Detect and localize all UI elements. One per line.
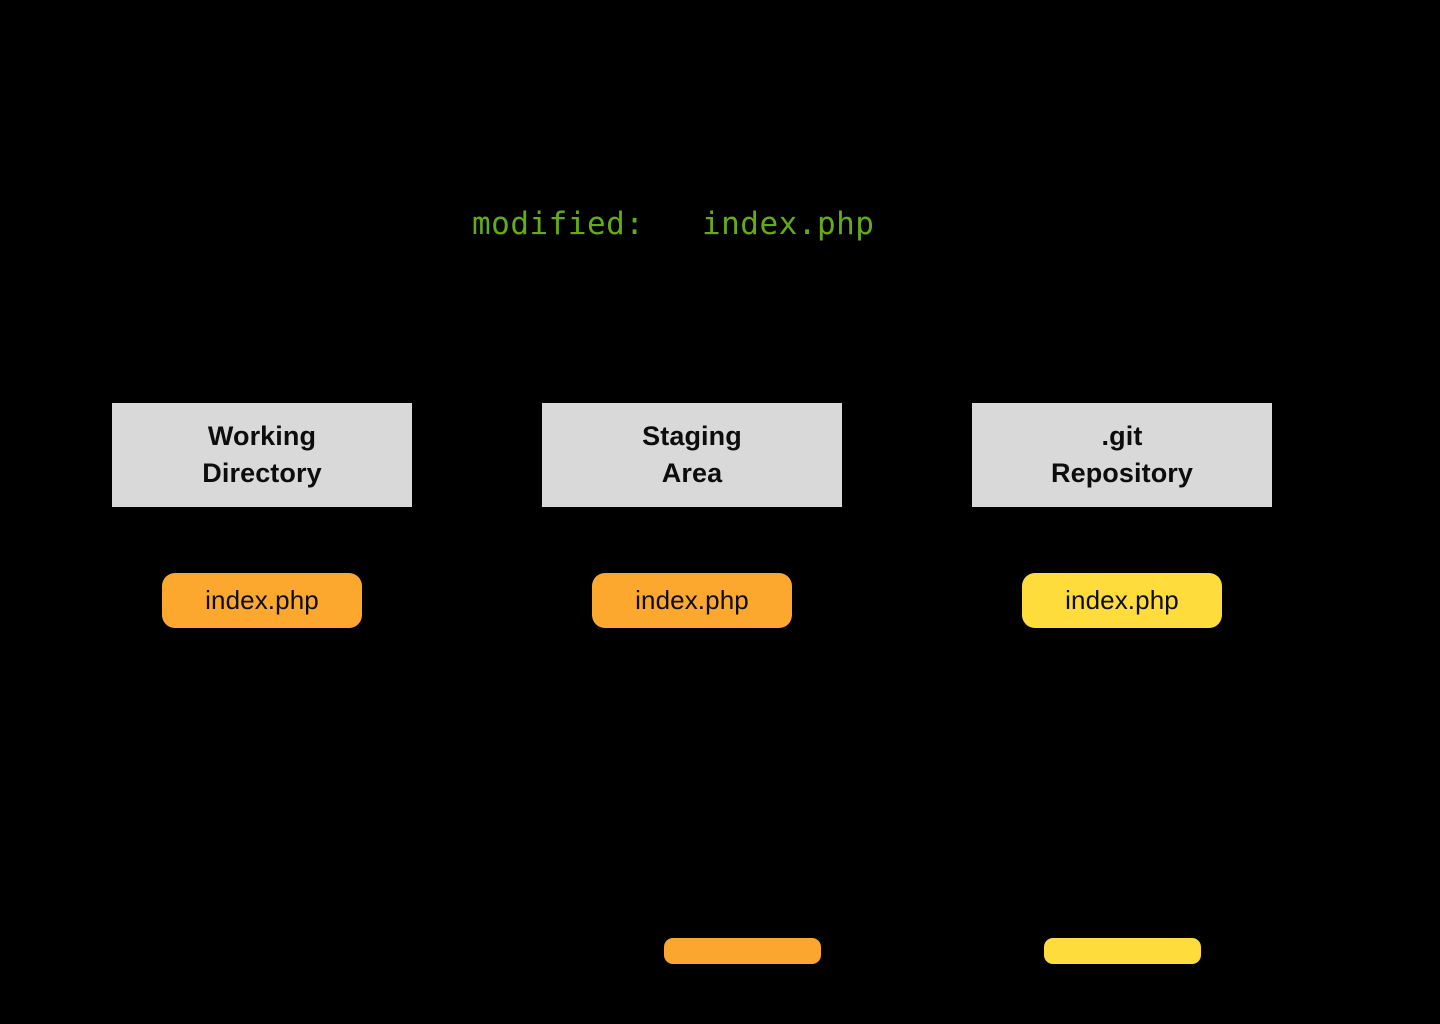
area-title-line-2: Directory bbox=[202, 458, 322, 488]
area-title-line-2: Repository bbox=[1050, 458, 1194, 488]
git-status-modified-line: modified: index.php bbox=[472, 206, 875, 242]
area-box-working-directory: Working Directory bbox=[112, 403, 412, 507]
file-pill-staging-area: index.php bbox=[592, 573, 792, 628]
area-title-line-1: Staging bbox=[642, 421, 742, 451]
area-box-staging-area: Staging Area bbox=[542, 403, 842, 507]
file-pill-working-directory: index.php bbox=[162, 573, 362, 628]
file-pill-git-repository: index.php bbox=[1022, 573, 1222, 628]
area-box-git-repository: .git Repository bbox=[972, 403, 1272, 507]
area-title-line-1: Working bbox=[207, 421, 317, 451]
area-title-line-2: Area bbox=[661, 458, 723, 488]
bottom-bar-git-repository bbox=[1044, 938, 1201, 964]
area-title-line-1: .git bbox=[1101, 421, 1143, 451]
bottom-bar-staging-area bbox=[664, 938, 821, 964]
